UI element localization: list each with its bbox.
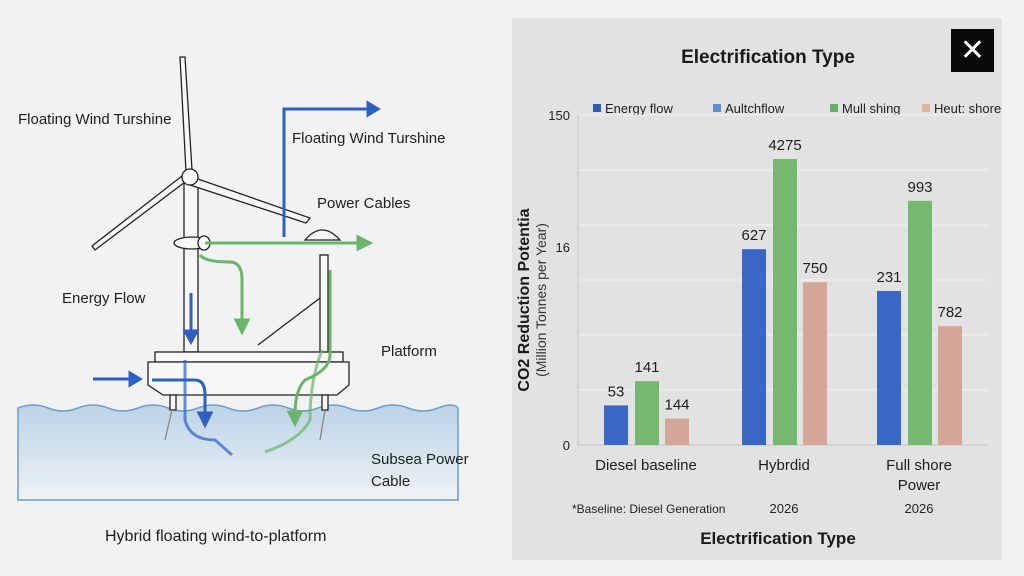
- y-tick-label: 150: [548, 108, 570, 123]
- y-tick-label: 0: [563, 438, 570, 453]
- sea-water: [17, 404, 459, 501]
- bar-mull-shing: [908, 200, 932, 445]
- data-label: 782: [937, 304, 962, 321]
- label-platform: Platform: [381, 343, 437, 360]
- bar-heut-shore: [665, 418, 689, 445]
- bar-heut-shore: [803, 282, 827, 445]
- label-subsea-cable: Cable: [371, 473, 411, 490]
- legend-swatch: [830, 104, 838, 112]
- x-category-sublabel: 2026: [770, 501, 799, 516]
- data-label: 141: [634, 359, 659, 376]
- chart-title: Electrification Type: [681, 47, 855, 68]
- wind-platform-diagram: [17, 56, 459, 501]
- diagram-caption: Hybrid floating wind-to-platform: [105, 528, 327, 545]
- label-power-cables: Power Cables: [317, 195, 411, 212]
- y-axis-label: CO2 Reduction Potentia: [516, 208, 533, 391]
- data-label: 231: [876, 269, 901, 286]
- x-axis-label: Electrification Type: [700, 529, 856, 548]
- label-floating-wind-turbine-left: Floating Wind Turshine: [18, 111, 172, 128]
- y-axis-sublabel: (Million Tonnes per Year): [533, 223, 549, 377]
- legend-label: Mull shing: [842, 101, 901, 116]
- data-label: 4275: [768, 137, 801, 154]
- x-category-label-line2: Power: [898, 477, 941, 494]
- data-label: 750: [802, 260, 827, 277]
- label-subsea-power: Subsea Power: [371, 451, 469, 468]
- y-axis-ticks: 0 16 150: [548, 108, 570, 453]
- bar-heut-shore: [938, 326, 962, 445]
- bar-mull-shing: [635, 381, 659, 445]
- bar-energy-flow: [742, 249, 766, 445]
- legend: Energy flow Aultchflow Mull shing Heut: sho…: [593, 101, 1001, 116]
- data-label: 53: [608, 383, 625, 400]
- data-label: 993: [907, 179, 932, 196]
- x-leaf-logo-icon: ✕: [951, 29, 994, 72]
- x-category-sublabel: 2026: [905, 501, 934, 516]
- bar-mull-shing: [773, 159, 797, 445]
- data-label: 627: [741, 227, 766, 244]
- label-floating-wind-turbine-right: Floating Wind Turshine: [292, 130, 446, 147]
- blue-energy-arrows: [93, 100, 381, 457]
- x-category-label: Hybrdid: [758, 457, 810, 474]
- x-category-label: Full shore: [886, 457, 952, 474]
- data-label: 144: [664, 397, 689, 414]
- x-category-label: Diesel baseline: [595, 457, 697, 474]
- legend-swatch: [713, 104, 721, 112]
- legend-swatch: [593, 104, 601, 112]
- bar-energy-flow: [877, 291, 901, 445]
- legend-label: Heut: shore: [934, 101, 1001, 116]
- legend-label: Aultchflow: [725, 101, 785, 116]
- x-category-sublabel: *Baseline: Diesel Generation: [572, 502, 725, 516]
- x-axis-categories: Diesel baseline *Baseline: Diesel Generat…: [572, 457, 952, 516]
- wind-turbine: [91, 56, 342, 356]
- legend-label: Energy flow: [605, 101, 674, 116]
- bar-energy-flow: [604, 405, 628, 445]
- label-energy-flow: Energy Flow: [62, 290, 146, 307]
- legend-swatch: [922, 104, 930, 112]
- bars: 53 627 231 141 4275 993 144 750 782: [604, 137, 963, 445]
- green-power-cable-arrows: [198, 234, 374, 454]
- y-tick-label: 16: [556, 240, 570, 255]
